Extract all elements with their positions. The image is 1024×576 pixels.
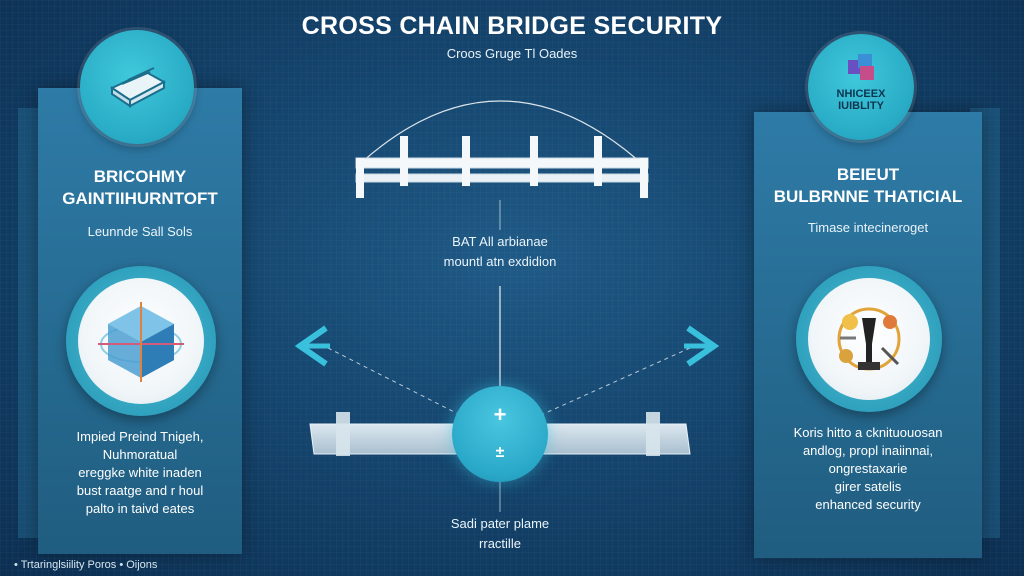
right-body-line: andlog, propl inaiinnai, [802, 443, 934, 458]
right-body-line: enhanced security [815, 497, 921, 512]
right-badge-text: NHICEEX IUIBLITY [808, 88, 914, 112]
center-top-label-line2: mountl atn exdidion [443, 254, 557, 269]
left-body-text: Impied Preind Tnigeh, Nuhmoratual ereggk… [38, 428, 242, 518]
center-node: + ± [452, 386, 548, 482]
page-title: CROSS CHAIN BRIDGE SECURITY [301, 12, 723, 40]
center-bottom-label-line2: rractille [479, 536, 521, 551]
right-body-text: Koris hitto a cknituouosan andlog, propl… [754, 424, 982, 514]
left-body-line: bust raatge and r houl [76, 483, 204, 498]
tools-security-icon [837, 307, 901, 371]
left-image [78, 278, 204, 404]
stacked-cards-icon [109, 67, 167, 108]
arrow-right-icon [684, 325, 720, 367]
right-badge-line1: NHICEEX [836, 88, 886, 100]
center-bottom-label-line1: Sadi pater plame [450, 516, 550, 531]
left-heading-line2: GAINTIIHURNTOFT [62, 189, 218, 208]
right-body-line: ongrestaxarie [828, 461, 908, 476]
left-body-line: Nuhmoratual [102, 447, 178, 462]
arrow-left-icon [294, 325, 330, 367]
right-small-text: Timase intecineroget [807, 220, 929, 235]
blockchain-cube-icon [98, 302, 184, 382]
page-subtitle: Croos Gruge Tl Oades [446, 46, 578, 61]
left-small-text: Leunnde Sall Sols [87, 224, 193, 239]
right-heading: BEIEUT BULBRNNE THATICIAL [754, 164, 982, 208]
right-body-line: Koris hitto a cknituouosan [793, 425, 943, 440]
left-body-line: palto in taivd eates [85, 501, 195, 516]
left-top-badge [80, 30, 194, 144]
left-heading-line1: BRICOHMY [93, 167, 187, 186]
footer-text: • Trtaringlsiility Poros • Oijons [14, 559, 158, 571]
plus-symbol: + [493, 402, 507, 427]
left-image-ring [66, 266, 216, 416]
right-top-badge: NHICEEX IUIBLITY [808, 34, 914, 140]
left-heading: BRICOHMY GAINTIIHURNTOFT [38, 166, 242, 210]
minus-symbol: ± [495, 444, 505, 461]
left-body-line: ereggke white inaden [78, 465, 202, 480]
right-body-line: girer satelis [834, 479, 902, 494]
right-image-ring [796, 266, 942, 412]
right-image [808, 278, 930, 400]
center-top-label-line1: BAT All arbianae [452, 234, 548, 249]
left-body-line: Impied Preind Tnigeh, [76, 429, 204, 444]
center-top-label: BAT All arbianae mountl atn exdidion [400, 232, 600, 272]
right-badge-line2: IUIBLITY [838, 100, 884, 112]
center-bottom-label: Sadi pater plame rractille [400, 514, 600, 554]
right-heading-line2: BULBRNNE THATICIAL [773, 187, 963, 206]
right-heading-line1: BEIEUT [836, 165, 900, 184]
upper-bridge-illustration [355, 136, 649, 198]
cube-stack-icon [848, 54, 874, 80]
